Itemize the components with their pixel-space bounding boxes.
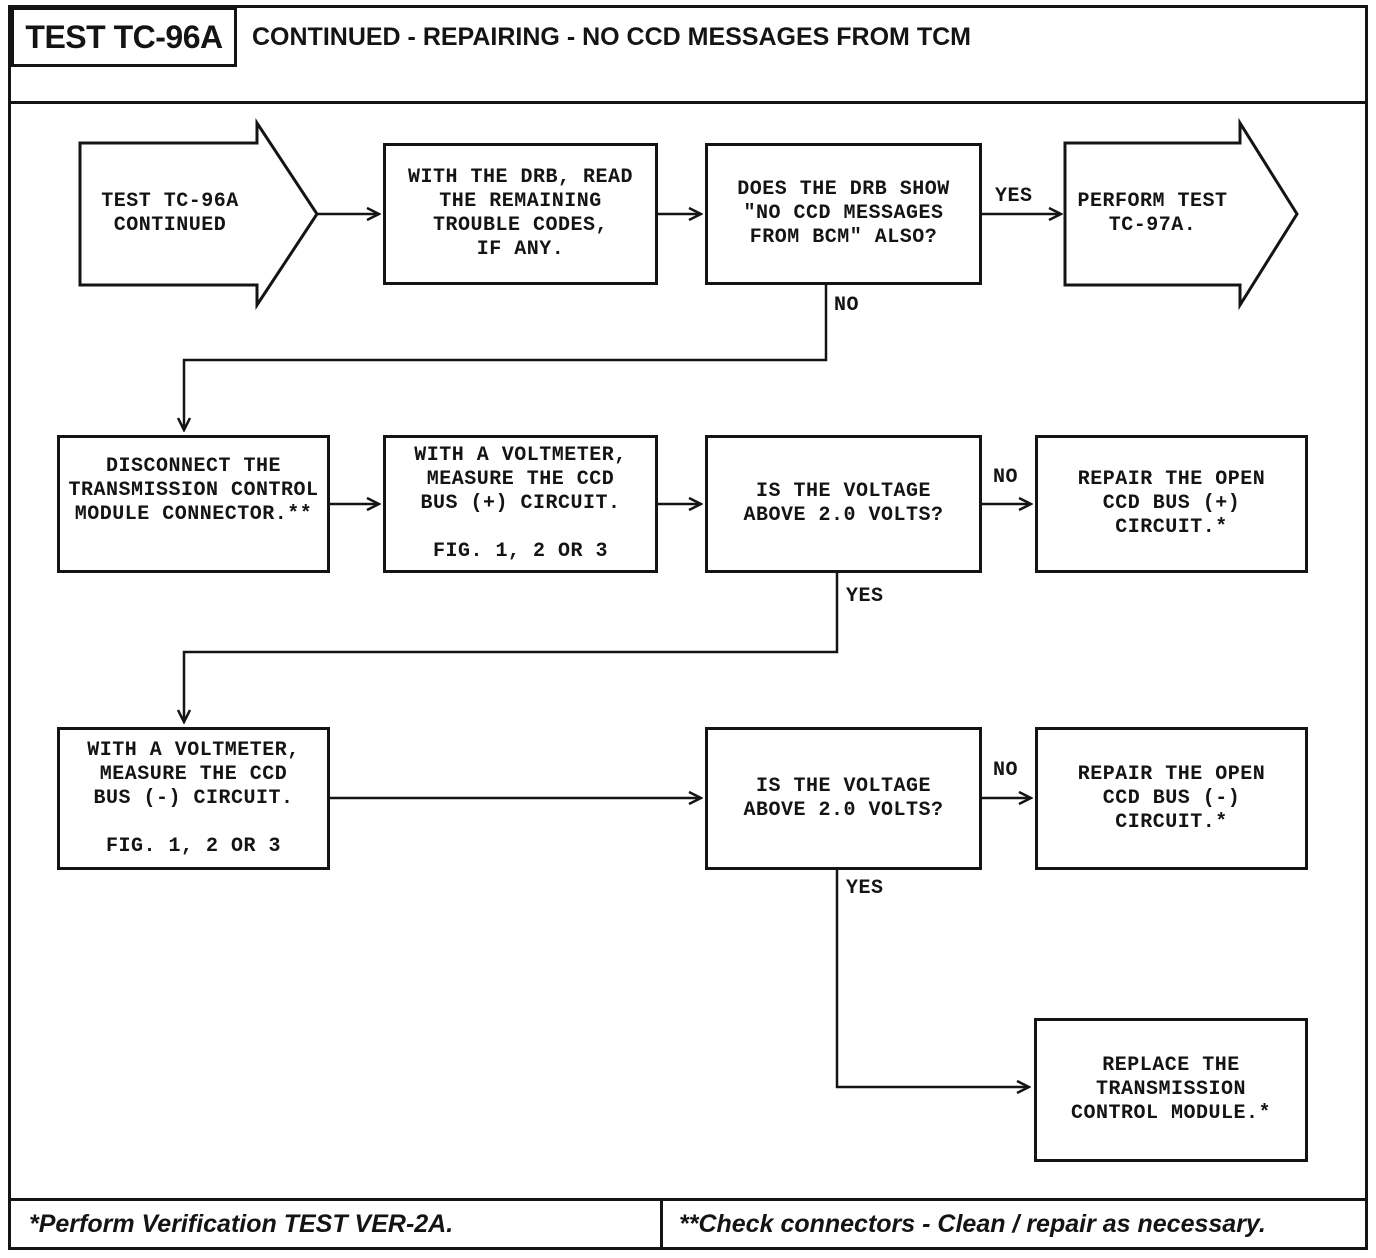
node-text: WITH THE DRB, READ THE REMAINING TROUBLE… (407, 166, 634, 261)
node-voltage-check-plus: IS THE VOLTAGE ABOVE 2.0 VOLTS? (705, 435, 982, 573)
edge-label-no: NO (834, 294, 860, 317)
node-measure-bus-minus: WITH A VOLTMETER, MEASURE THE CCD BUS (-… (57, 727, 330, 870)
header-separator (8, 101, 1368, 104)
start-arrow-shape (78, 118, 319, 310)
node-text: WITH A VOLTMETER, MEASURE THE CCD BUS (+… (414, 444, 627, 563)
node-text: REPAIR THE OPEN CCD BUS (-) CIRCUIT.* (1077, 762, 1266, 834)
node-text: DISCONNECT THE TRANSMISSION CONTROL MODU… (68, 455, 319, 526)
connector-line (184, 285, 828, 430)
node-repair-bus-plus: REPAIR THE OPEN CCD BUS (+) CIRCUIT.* (1035, 435, 1308, 573)
edge-label-yes: YES (995, 185, 1033, 208)
node-drb-check: DOES THE DRB SHOW "NO CCD MESSAGES FROM … (705, 143, 982, 285)
footer-note-right-text: **Check connectors - Clean / repair as n… (679, 1209, 1266, 1238)
edge-label-no: NO (993, 466, 1019, 489)
test-id: TEST TC-96A (25, 18, 223, 55)
node-measure-bus-plus: WITH A VOLTMETER, MEASURE THE CCD BUS (+… (383, 435, 658, 573)
node-perform-tc97a: PERFORM TEST TC-97A. (1065, 143, 1240, 285)
node-text: REPAIR THE OPEN CCD BUS (+) CIRCUIT.* (1077, 468, 1266, 539)
continue-arrow-shape (1063, 117, 1299, 311)
edge-label-yes: YES (846, 585, 884, 608)
node-start-text: TEST TC-96A CONTINUED (101, 190, 239, 237)
connector-line (184, 573, 839, 722)
title-box: TEST TC-96A (11, 7, 237, 67)
edge-label-yes: YES (846, 877, 884, 900)
node-perform-tc97a-text: PERFORM TEST TC-97A. (1077, 190, 1228, 237)
node-disconnect-tcm: DISCONNECT THE TRANSMISSION CONTROL MODU… (57, 435, 330, 573)
node-text: DOES THE DRB SHOW "NO CCD MESSAGES FROM … (737, 178, 950, 249)
footer-note-left-text: *Perform Verification TEST VER-2A. (29, 1209, 454, 1238)
node-text: IS THE VOLTAGE ABOVE 2.0 VOLTS? (743, 774, 944, 822)
connector-line (835, 870, 1029, 1087)
node-text: WITH A VOLTMETER, MEASURE THE CCD BUS (-… (87, 738, 300, 858)
footer-note-right: **Check connectors - Clean / repair as n… (660, 1198, 1368, 1250)
node-voltage-check-minus: IS THE VOLTAGE ABOVE 2.0 VOLTS? (705, 727, 982, 870)
footer-note-left: *Perform Verification TEST VER-2A. (8, 1198, 663, 1250)
node-repair-bus-minus: REPAIR THE OPEN CCD BUS (-) CIRCUIT.* (1035, 727, 1308, 870)
page-title: CONTINUED - REPAIRING - NO CCD MESSAGES … (252, 22, 971, 51)
node-replace-tcm: REPLACE THE TRANSMISSION CONTROL MODULE.… (1034, 1018, 1308, 1162)
node-text: IS THE VOLTAGE ABOVE 2.0 VOLTS? (743, 480, 944, 527)
node-text: REPLACE THE TRANSMISSION CONTROL MODULE.… (1070, 1054, 1272, 1125)
edge-label-no: NO (993, 759, 1019, 782)
node-read-trouble-codes: WITH THE DRB, READ THE REMAINING TROUBLE… (383, 143, 658, 285)
node-start: TEST TC-96A CONTINUED (83, 143, 257, 285)
